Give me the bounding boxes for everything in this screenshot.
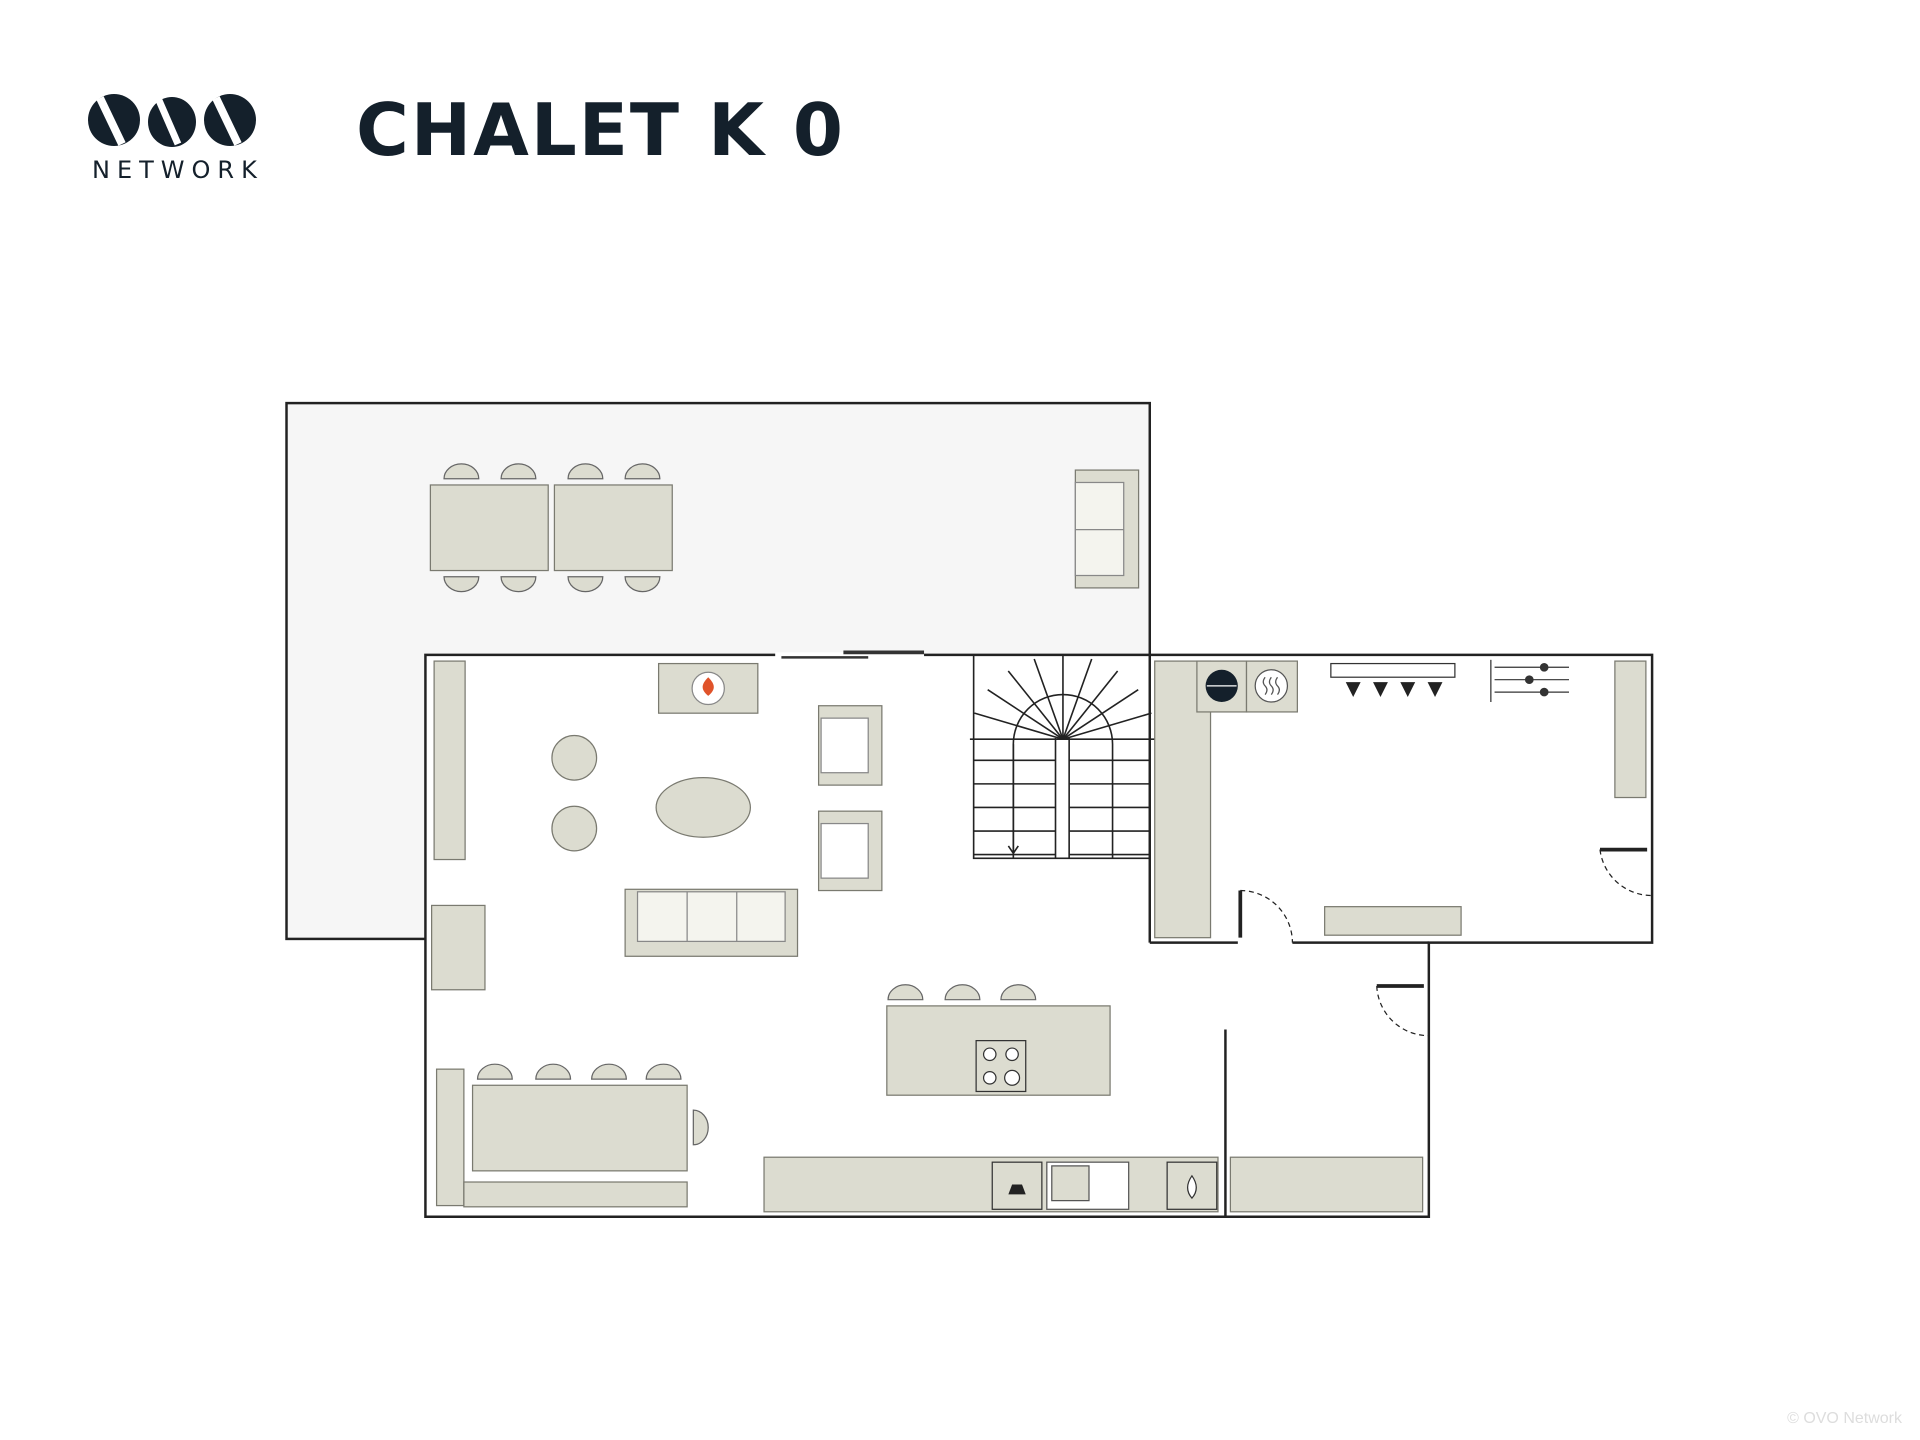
stools [551, 734, 598, 852]
ski-boot-rack-icon [1330, 662, 1456, 698]
watermark: © OVO Network [1787, 1410, 1902, 1427]
logo-subtitle: NETWORK [92, 156, 264, 184]
hall-bench [1324, 906, 1462, 936]
wall-bench [433, 660, 466, 861]
sofa [624, 888, 799, 957]
staircase [969, 654, 1156, 860]
page-title: CHALET K 0 [356, 88, 846, 172]
dryer-icon [1245, 660, 1298, 713]
kitchen-island [886, 1005, 1111, 1096]
boot-bench [1614, 660, 1647, 799]
armchairs [817, 705, 883, 892]
terrace-dining-tables [429, 463, 673, 593]
coffee-table [655, 777, 752, 838]
fireplace-icon [657, 662, 759, 714]
terrace-sofa [1074, 469, 1140, 589]
kitchen-counter [763, 1156, 1424, 1213]
washing-machine-icon [1196, 660, 1248, 713]
bar-stools [887, 984, 1037, 1001]
dining-area [435, 1063, 709, 1208]
ovo-logo-icon [88, 94, 256, 147]
door-swings [1240, 849, 1653, 1037]
ski-rack-icon [1490, 659, 1569, 703]
cabinet [431, 904, 486, 991]
